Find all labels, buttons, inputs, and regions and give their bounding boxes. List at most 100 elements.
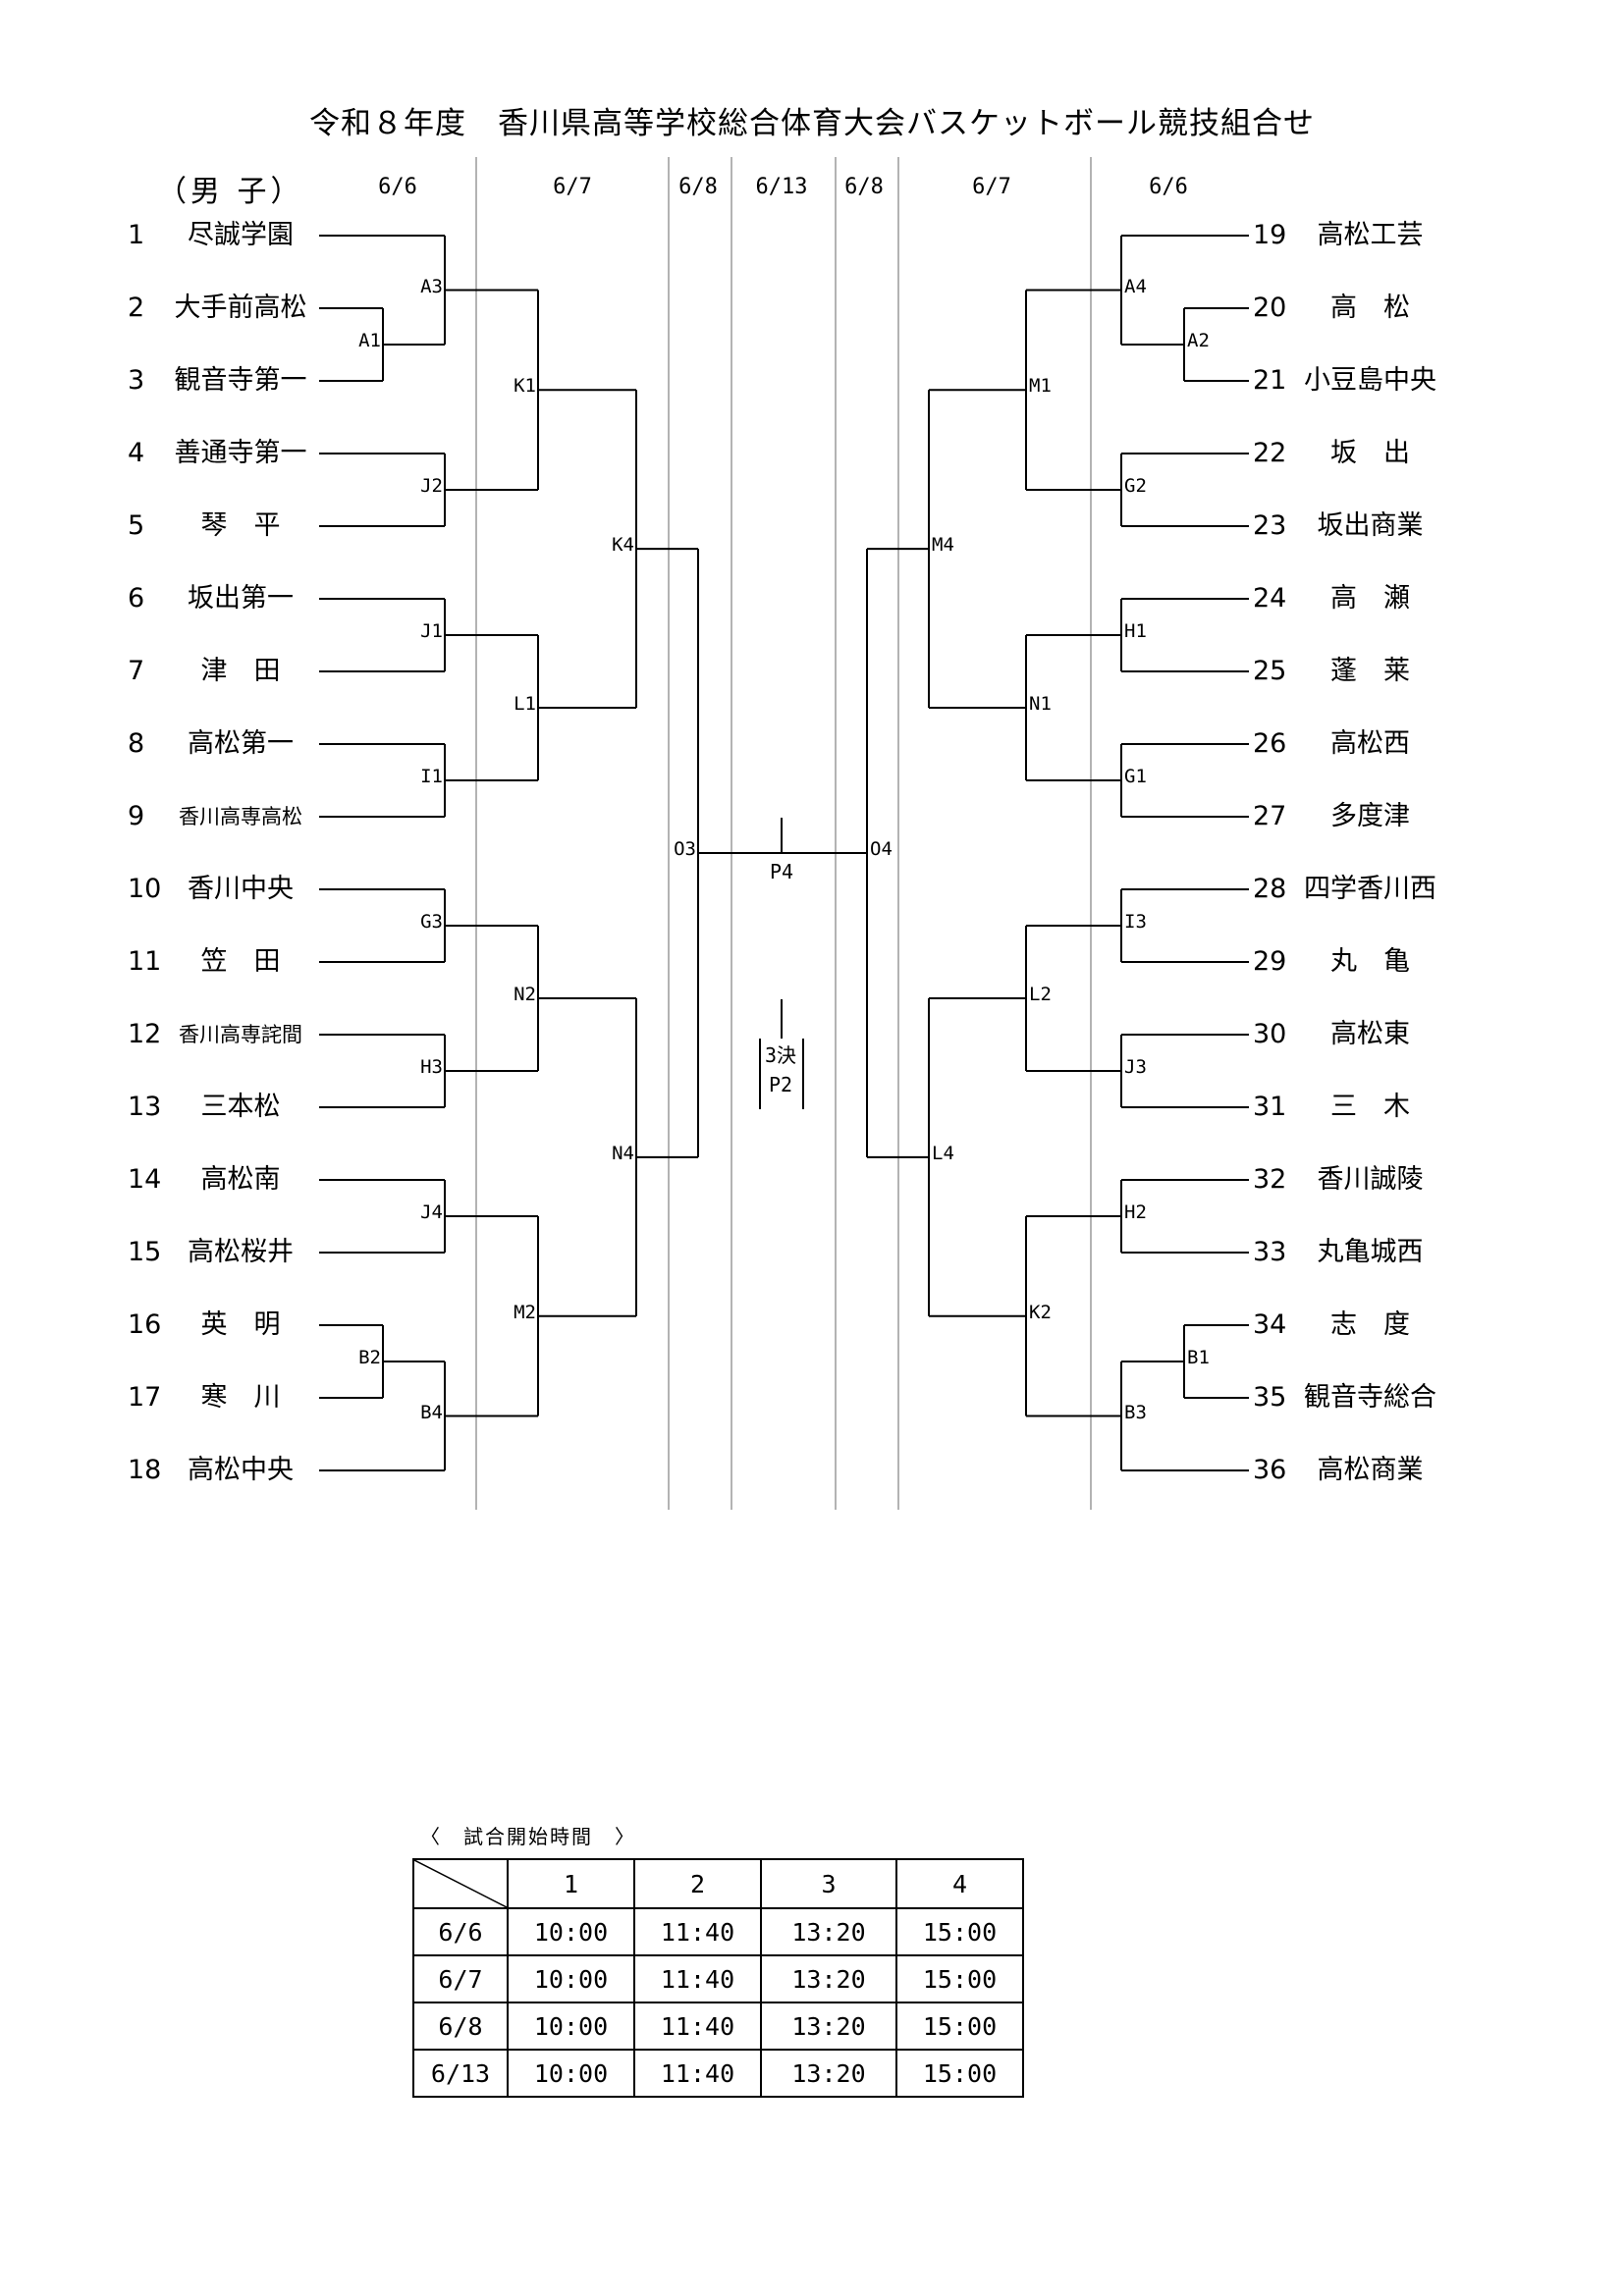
team-entry: 16 英 明: [0, 1306, 1624, 1345]
team-number: 8: [128, 728, 145, 759]
team-number: 16: [128, 1309, 162, 1340]
match-label-m1: M1: [1029, 375, 1052, 398]
match-label-n1: N1: [1029, 693, 1052, 715]
team-number: 29: [1253, 946, 1287, 977]
match-label-b4: B4: [420, 1401, 443, 1423]
schedule-column-header: 4: [895, 1858, 1024, 1909]
team-number: 25: [1253, 656, 1287, 686]
schedule-time-cell: 13:20: [760, 1907, 897, 1956]
team-name: 坂出商業: [1317, 510, 1424, 541]
team-number: 9: [128, 801, 145, 831]
match-label-m2: M2: [514, 1301, 536, 1323]
match-label-l4: L4: [932, 1142, 954, 1164]
team-number: 20: [1253, 293, 1287, 323]
team-number: 15: [128, 1237, 162, 1267]
match-label-g3: G3: [420, 911, 443, 933]
team-name: 寒 川: [200, 1382, 281, 1413]
team-entry: 22 坂 出: [0, 434, 1624, 473]
team-name: 観音寺総合: [1304, 1382, 1436, 1413]
team-number: 30: [1253, 1019, 1287, 1049]
schedule-time-cell: 11:40: [633, 2002, 762, 2051]
team-name: 琴 平: [200, 510, 281, 541]
match-label-o4: O4: [870, 838, 893, 860]
match-label-final: P4: [770, 860, 794, 883]
team-name: 高松南: [200, 1164, 281, 1195]
team-name: 英 明: [200, 1309, 281, 1340]
team-number: 35: [1253, 1382, 1287, 1413]
team-entry: 20 高 松: [0, 289, 1624, 328]
team-name: 高松工芸: [1317, 220, 1424, 250]
team-entry: 8 高松第一: [0, 724, 1624, 764]
team-number: 17: [128, 1382, 162, 1413]
team-name: 小豆島中央: [1304, 365, 1436, 396]
match-label-i1: I1: [420, 766, 443, 787]
schedule-row: 6/8 10:00 11:40 13:20 15:00: [412, 2002, 1024, 2051]
team-number: 34: [1253, 1309, 1287, 1340]
team-number: 13: [128, 1092, 162, 1122]
date-left-round2: 6/7: [553, 175, 592, 199]
team-name: 観音寺第一: [174, 365, 307, 396]
schedule-time-cell: 11:40: [633, 1907, 762, 1956]
team-entry: 13 三本松: [0, 1088, 1624, 1127]
team-entry: 2 大手前高松: [0, 289, 1624, 328]
date-final: 6/13: [755, 175, 808, 199]
team-number: 3: [128, 365, 145, 396]
date-right-round1: 6/6: [1149, 175, 1188, 199]
team-name: 大手前高松: [174, 293, 307, 323]
schedule-time-cell: 10:00: [507, 2002, 635, 2051]
team-name: 高松商業: [1317, 1455, 1424, 1485]
team-number: 22: [1253, 438, 1287, 468]
match-label-third: P2: [768, 1073, 793, 1096]
diagonal-line: [414, 1860, 507, 1907]
schedule-time-cell: 10:00: [507, 2049, 635, 2098]
team-number: 2: [128, 293, 145, 323]
match-label-h1: H1: [1124, 620, 1147, 642]
team-name: 三 木: [1330, 1092, 1410, 1122]
match-label-a2: A2: [1187, 330, 1210, 351]
team-number: 31: [1253, 1092, 1287, 1122]
team-number: 28: [1253, 874, 1287, 904]
match-label-k4: K4: [612, 534, 634, 557]
team-name: 丸 亀: [1330, 946, 1410, 977]
team-name: 坂 出: [1330, 438, 1410, 468]
match-label-h2: H2: [1124, 1201, 1147, 1223]
schedule-time-cell: 13:20: [760, 1954, 897, 2003]
team-name: 笠 田: [200, 946, 281, 977]
team-name: 高松第一: [188, 728, 294, 759]
schedule-time-cell: 10:00: [507, 1907, 635, 1956]
match-label-h3: H3: [420, 1056, 443, 1078]
team-name: 四学香川西: [1304, 874, 1436, 904]
match-label-a3: A3: [420, 275, 443, 297]
match-label-l2: L2: [1029, 984, 1052, 1005]
team-name: 高 松: [1330, 293, 1410, 323]
schedule-date-cell: 6/7: [412, 1954, 509, 2003]
match-label-j1: J1: [420, 620, 443, 642]
team-number: 19: [1253, 220, 1287, 250]
team-number: 27: [1253, 801, 1287, 831]
team-name: 蓬 莱: [1330, 656, 1410, 686]
team-name: 三本松: [200, 1092, 281, 1122]
team-name: 尽誠学園: [188, 220, 294, 250]
schedule-row: 6/6 10:00 11:40 13:20 15:00: [412, 1907, 1024, 1956]
schedule-date-cell: 6/13: [412, 2049, 509, 2098]
date-left-round3: 6/8: [678, 175, 718, 199]
schedule-header-row: 1 2 3 4: [412, 1858, 1024, 1909]
team-name: 坂出第一: [188, 583, 294, 614]
schedule-column-header: 1: [507, 1858, 635, 1909]
team-entry: 35 観音寺総合: [0, 1378, 1624, 1417]
team-number: 26: [1253, 728, 1287, 759]
